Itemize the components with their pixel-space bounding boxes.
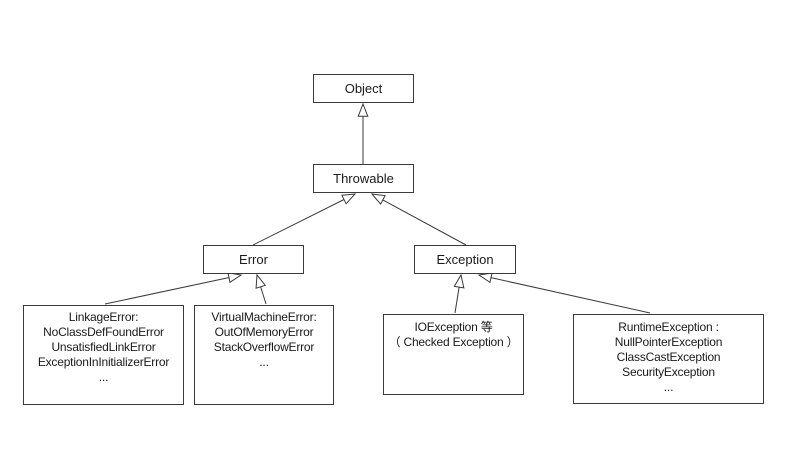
edge-error-throwable (252, 194, 355, 246)
class-list-line: OutOfMemoryError (214, 325, 314, 339)
class-node-exception: Exception (414, 245, 516, 274)
edge-runtime-exception (479, 275, 651, 314)
class-node-linkage-error-group: LinkageError: NoClassDefFoundError Unsat… (23, 305, 184, 405)
class-list-line: （ Checked Exception ） (388, 335, 519, 349)
class-list-line: ExceptionInInitializerError (37, 355, 170, 369)
class-node-throwable: Throwable (313, 164, 414, 193)
class-list-line: ClassCastException (616, 350, 721, 364)
class-list-line: NullPointerException (614, 335, 723, 349)
edge-vm-error (257, 275, 267, 305)
class-list-line: ... (259, 355, 269, 369)
class-list-line: StackOverflowError (213, 340, 315, 354)
class-list-line: ... (98, 370, 109, 384)
edge-linkage-error (104, 275, 241, 305)
class-list-line: ... (663, 380, 674, 394)
edge-exception-throwable (372, 194, 467, 246)
class-node-error: Error (203, 245, 304, 274)
class-node-io-exception-group: IOException 等 （ Checked Exception ） (383, 314, 524, 395)
class-list-line: NoClassDefFoundError (43, 325, 164, 339)
class-node-object-label: Object (344, 81, 383, 96)
class-node-object: Object (313, 74, 414, 103)
class-list-line: IOException 等 (414, 320, 493, 334)
class-node-virtual-machine-error-group: VirtualMachineError: OutOfMemoryError St… (194, 305, 334, 405)
class-node-throwable-label: Throwable (333, 171, 394, 186)
class-node-exception-label: Exception (436, 252, 494, 267)
class-list-line: LinkageError: (68, 310, 139, 324)
class-list-line: UnsatisfiedLinkError (51, 340, 156, 354)
edge-io-exception (455, 275, 461, 314)
class-list-line: SecurityException (622, 365, 715, 379)
class-node-runtime-exception-group: RuntimeException : NullPointerException … (573, 314, 764, 404)
class-list-line: RuntimeException : (618, 320, 719, 334)
class-node-error-label: Error (239, 252, 268, 267)
class-list-line: VirtualMachineError: (211, 310, 317, 324)
